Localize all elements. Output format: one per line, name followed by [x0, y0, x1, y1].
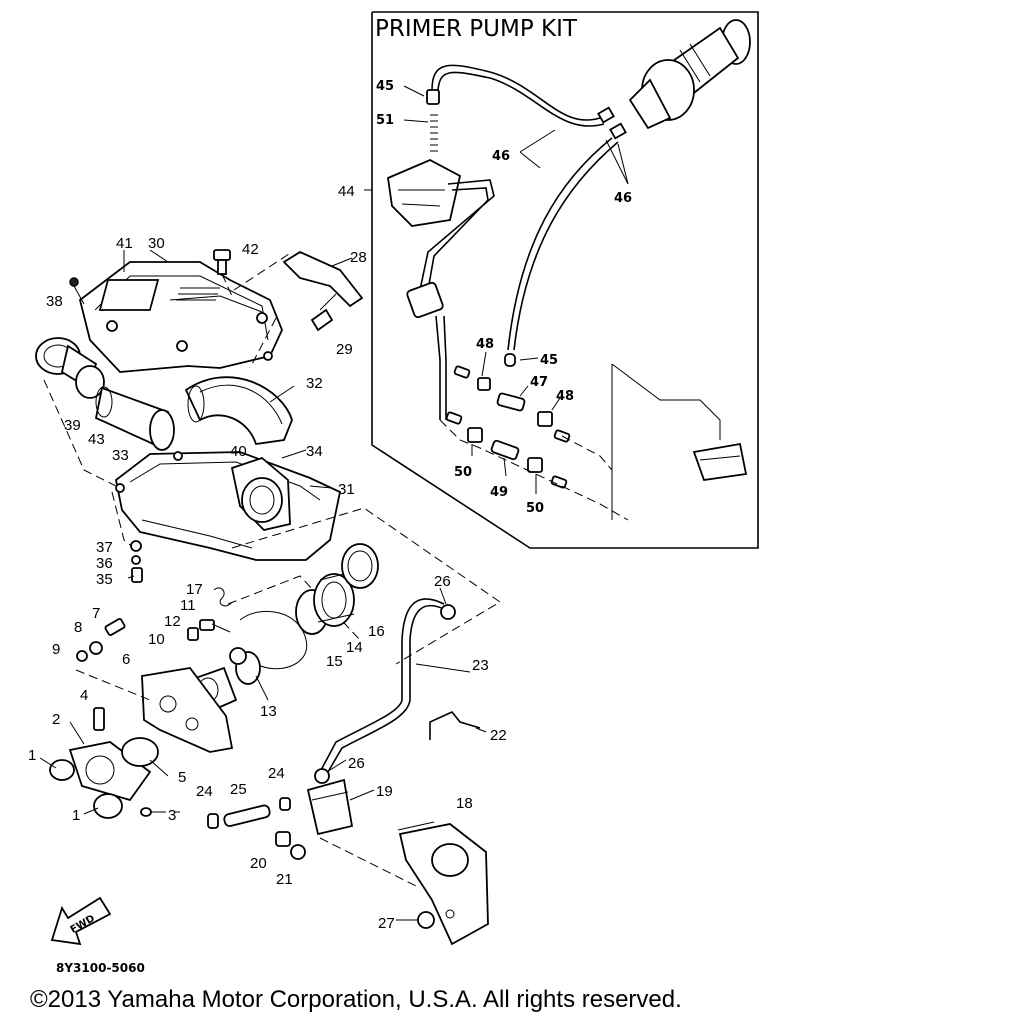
- callout-46: 46: [492, 149, 510, 164]
- fuel-line-assembly: [207, 598, 489, 946]
- callout-35: 35: [96, 571, 113, 588]
- callout-1: 1: [72, 807, 80, 824]
- callout-34: 34: [306, 443, 323, 460]
- callout-21: 21: [276, 871, 293, 888]
- callout-15: 15: [326, 653, 343, 670]
- callout-46: 46: [614, 191, 632, 206]
- callout-38: 38: [46, 293, 63, 310]
- callout-51: 51: [376, 113, 394, 128]
- callout-30: 30: [148, 235, 165, 252]
- primer-pump: [628, 19, 751, 130]
- part-43-clamp: [75, 365, 105, 399]
- callout-17: 17: [186, 581, 203, 598]
- callout-10: 10: [148, 631, 165, 648]
- callout-9: 9: [52, 641, 60, 658]
- callout-25: 25: [230, 781, 247, 798]
- callout-2: 2: [52, 711, 60, 728]
- mounting-bracket-kit: [692, 442, 748, 481]
- callout-50: 50: [526, 501, 544, 516]
- callout-26: 26: [348, 755, 365, 772]
- callout-47: 47: [530, 375, 548, 390]
- callout-27: 27: [378, 915, 395, 932]
- callout-31: 31: [338, 481, 355, 498]
- callout-5: 5: [178, 769, 186, 786]
- primer-pump-kit-box: PRIMER PUMP KIT: [364, 11, 759, 549]
- callout-28: 28: [350, 249, 367, 266]
- callout-22: 22: [490, 727, 507, 744]
- callout-7: 7: [92, 605, 100, 622]
- part-45-fitting: [426, 89, 440, 105]
- part-32-elbow: [184, 376, 293, 445]
- callout-45: 45: [376, 79, 394, 94]
- part-41-label: [98, 279, 160, 311]
- callout-50: 50: [454, 465, 472, 480]
- callout-49: 49: [490, 485, 508, 500]
- callout-42: 42: [242, 241, 259, 258]
- air-box-assembly: [35, 249, 364, 583]
- part-2-gasket: [68, 741, 152, 802]
- callout-20: 20: [250, 855, 267, 872]
- callout-45: 45: [540, 353, 558, 368]
- callout-6: 6: [122, 651, 130, 668]
- callout-36: 36: [96, 555, 113, 572]
- callout-4: 4: [80, 687, 88, 704]
- drawing-code: 8Y3100-5060: [56, 961, 145, 975]
- part-51-spring: [430, 114, 438, 152]
- callout-12: 12: [164, 613, 181, 630]
- callout-numbers: 45 51 46 46 48 45 47 48 50 49 50 44 41 3…: [28, 79, 632, 932]
- part-19-filter: [306, 778, 354, 836]
- callout-14: 14: [346, 639, 363, 656]
- callout-18: 18: [456, 795, 473, 812]
- callout-26: 26: [434, 573, 451, 590]
- part-18-bracket: [398, 823, 489, 946]
- part-44-valve: [387, 159, 462, 227]
- carburetor-joint-assembly: [49, 507, 501, 819]
- callout-3: 3: [168, 807, 176, 824]
- callout-33: 33: [112, 447, 129, 464]
- part-28-bracket: [282, 250, 364, 308]
- fwd-arrow-icon: FWD: [50, 896, 112, 946]
- callout-13: 13: [260, 703, 277, 720]
- part-16-clamp: [341, 543, 379, 589]
- callout-40: 40: [230, 443, 247, 460]
- callout-37: 37: [96, 539, 113, 556]
- callout-24: 24: [196, 783, 213, 800]
- callout-16: 16: [368, 623, 385, 640]
- callout-8: 8: [74, 619, 82, 636]
- part-6-plate: [141, 667, 234, 753]
- callout-24: 24: [268, 765, 285, 782]
- callout-39: 39: [64, 417, 81, 434]
- callout-44: 44: [338, 183, 355, 200]
- callout-29: 29: [336, 341, 353, 358]
- callout-43: 43: [88, 431, 105, 448]
- callout-11: 11: [180, 597, 196, 614]
- part-31-air-box: [115, 451, 342, 561]
- part-14-joint: [313, 573, 355, 627]
- kit-title: PRIMER PUMP KIT: [375, 16, 578, 42]
- callout-41: 41: [116, 235, 133, 252]
- callout-1: 1: [28, 747, 36, 764]
- callout-48: 48: [476, 337, 494, 352]
- callout-48: 48: [556, 389, 574, 404]
- copyright-notice: ©2013 Yamaha Motor Corporation, U.S.A. A…: [30, 986, 682, 1013]
- callout-leaders: [39, 249, 487, 921]
- callout-32: 32: [306, 375, 323, 392]
- callout-19: 19: [376, 783, 393, 800]
- callout-23: 23: [472, 657, 489, 674]
